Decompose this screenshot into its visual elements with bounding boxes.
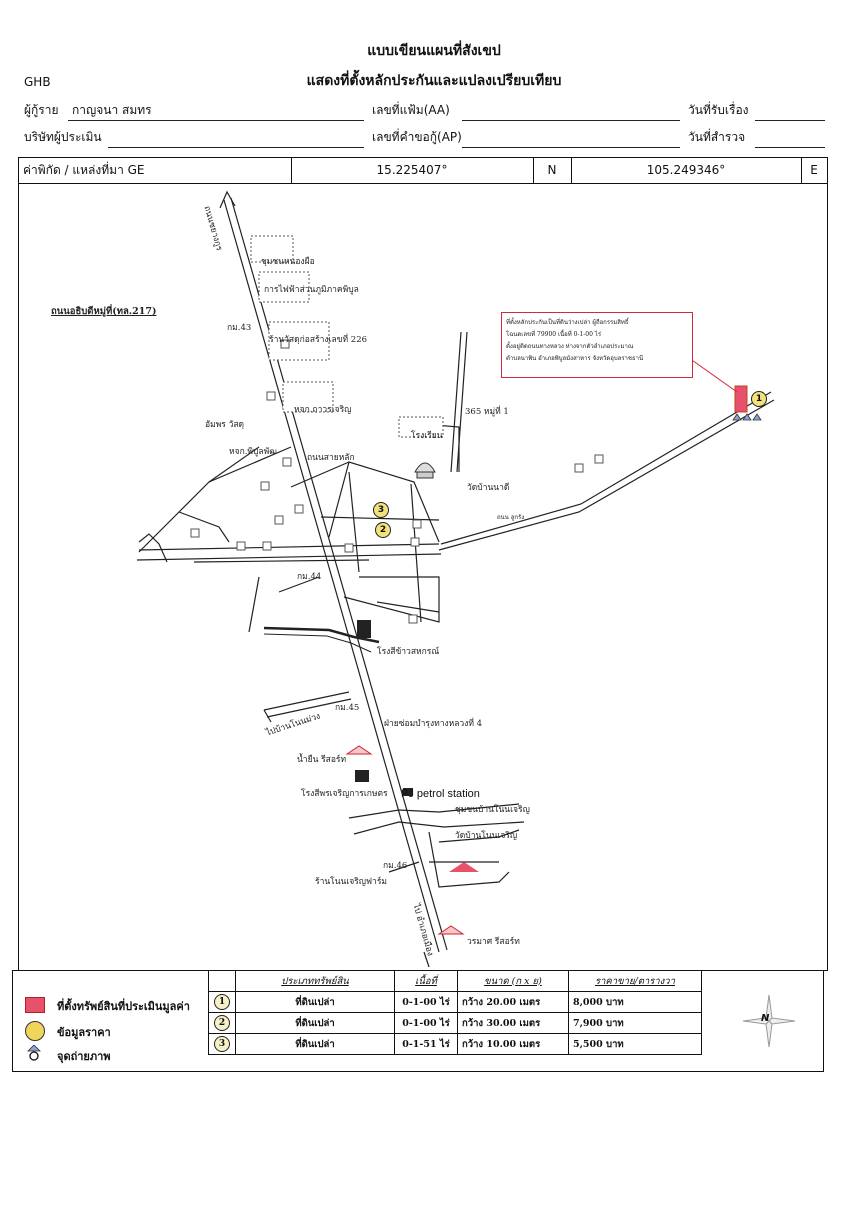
subject-marker: [734, 385, 748, 413]
subject-legend-label: ที่ตั้งทรัพย์สินที่ประเมินมูลค่า: [57, 1000, 190, 1013]
main-road-label: ถนนสายหลัก: [307, 453, 355, 463]
header-empty-cell: [208, 971, 236, 992]
small-road-label: ถนน ลูกรัง: [497, 514, 525, 521]
coord-lat: 15.225407°: [291, 158, 534, 183]
note-line-2: โฉนดเลขที่ 79900 เนื้อที่ 0-1-00 ไร่: [506, 331, 602, 338]
price-legend-swatch: [25, 1021, 45, 1041]
request-no-label: เลขที่คำขอกู้(AP): [372, 130, 462, 144]
coord-lon-dir: E: [810, 163, 818, 177]
subject-note-box: ที่ตั้งหลักประกันเป็นที่ดินว่างเปล่า ผู้…: [501, 312, 693, 378]
row-price: 7,900 บาท: [568, 1012, 702, 1034]
coord-lat-dir: N: [533, 158, 572, 183]
row-area: 0-1-00 ไร่: [394, 991, 458, 1013]
note-line-3: ตั้งอยู่ติดถนนทางหลวง ห่างจากตัวอำเภอประ…: [506, 343, 634, 350]
office-label: หจก.ถาวรเจริญ: [294, 405, 352, 415]
row-price: 8,000 บาท: [568, 991, 702, 1013]
page-title: แบบเขียนแผนที่สังเขป: [367, 43, 501, 59]
pipun-label: หจก.พิบูลพัฒ: [229, 447, 277, 457]
map-svg: [136, 190, 775, 968]
factory-label: โรงสีข้าวสหกรณ์: [377, 647, 440, 657]
header-price: ราคาขาย/ตารางวา: [568, 971, 702, 992]
row-size: กว้าง 20.00 เมตร: [457, 991, 569, 1013]
tower-label: การไฟฟ้าส่วนภูมิภาคพิบูล: [264, 285, 359, 295]
subject-number-marker: 1: [751, 391, 767, 407]
coord-source: ค่าพิกัด / แหล่งที่มา GE: [19, 158, 292, 183]
temple-label: วัดบ้านนาดี: [467, 483, 510, 493]
header-size: ขนาด (ก x ย): [457, 971, 569, 992]
resort-label: น้ำยืน รีสอร์ท: [297, 755, 347, 765]
survey-date-label: วันที่สำรวจ: [688, 130, 746, 144]
petrol-label: PJ petrol station: [401, 788, 480, 800]
survey-date-underline: [755, 147, 825, 148]
row-number: 1: [214, 994, 230, 1010]
header-area: เนื้อที่: [394, 971, 458, 992]
price-legend-label: ข้อมูลราคา: [57, 1026, 111, 1039]
borrower-value: กาญจนา สมทร: [72, 103, 152, 117]
subject-legend-swatch: [25, 997, 45, 1013]
file-no-label: เลขที่แฟ้ม(AA): [372, 103, 450, 117]
page-subtitle: แสดงที่ตั้งหลักประกันและแปลงเปรียบเทียบ: [306, 73, 562, 89]
borrower-label: ผู้กู้ราย: [24, 103, 59, 117]
legend-panel: ที่ตั้งทรัพย์สินที่ประเมินมูลค่า ข้อมูลร…: [12, 970, 824, 1072]
table-row: 1 ที่ดินเปล่า 0-1-00 ไร่ กว้าง 20.00 เมต…: [208, 991, 702, 1013]
house-365-label: 365 หมู่ที่ 1: [465, 407, 509, 417]
ghb-label: GHB: [24, 75, 51, 89]
km45-label: กม.45: [335, 703, 360, 713]
comparables-table: ประเภททรัพย์สิน เนื้อที่ ขนาด (ก x ย) รา…: [208, 971, 702, 1055]
row-area: 0-1-00 ไร่: [394, 1012, 458, 1034]
table-row: 2 ที่ดินเปล่า 0-1-00 ไร่ กว้าง 30.00 เมต…: [208, 1012, 702, 1034]
table-header-row: ประเภททรัพย์สิน เนื้อที่ ขนาด (ก x ย) รา…: [208, 971, 702, 992]
farm-shop-label: ร้านโนนเจริญฟาร์ม: [315, 877, 387, 887]
comparable-marker-2: 2: [375, 522, 391, 538]
row-type: ที่ดินเปล่า: [235, 1012, 395, 1034]
map-area: ที่ตั้งหลักประกันเป็นที่ดินว่างเปล่า ผู้…: [18, 182, 828, 971]
row-type: ที่ดินเปล่า: [235, 991, 395, 1013]
row-number: 3: [214, 1036, 230, 1052]
row-number: 2: [214, 1015, 230, 1031]
maintenance-label: ฝ่ายซ่อมบำรุงทางหลวงที่ 4: [384, 719, 483, 729]
row-size: กว้าง 30.00 เมตร: [457, 1012, 569, 1034]
table-row: 3 ที่ดินเปล่า 0-1-51 ไร่ กว้าง 10.00 เมต…: [208, 1033, 702, 1055]
row-type: ที่ดินเปล่า: [235, 1033, 395, 1055]
company-label: อัมพร วัสดุ: [205, 420, 245, 430]
km46-label: กม.46: [383, 861, 408, 871]
resort2-label: วรมาศ รีสอร์ท: [467, 937, 520, 947]
north-compass-icon: N: [739, 991, 799, 1051]
row-price: 5,500 บาท: [568, 1033, 702, 1055]
note-line-4: ตำบลนาพิน อำเภอพิบูลมังสาหาร จังหวัดอุบล…: [506, 355, 644, 362]
community-label: ชุมชนบ้านโนนเจริญ: [455, 805, 530, 815]
km43-label: กม.43: [227, 323, 252, 333]
shop-226-label: ร้านวัสดุก่อสร้างเลขที่ 226: [269, 335, 368, 345]
mill-label: โรงสีพรเจริญการเกษตร: [301, 789, 388, 799]
file-no-underline: [462, 120, 680, 121]
school2-label: โรงเรียน: [411, 431, 443, 441]
row-size: กว้าง 10.00 เมตร: [457, 1033, 569, 1055]
appraiser-underline: [108, 147, 364, 148]
request-no-underline: [462, 147, 680, 148]
borrower-underline: [68, 120, 364, 121]
received-date-label: วันที่รับเรื่อง: [688, 103, 749, 117]
header-type: ประเภททรัพย์สิน: [235, 971, 395, 992]
row-area: 0-1-51 ไร่: [394, 1033, 458, 1055]
north-label: N: [761, 1013, 770, 1024]
highway-label: ถนนอธิบดีหมู่ที่(ทล.217): [51, 306, 157, 317]
photo-legend-icon: [27, 1044, 41, 1061]
temple-icon: [414, 462, 436, 479]
appraiser-label: บริษัทผู้ประเมิน: [24, 130, 102, 144]
note-line-1: ที่ตั้งหลักประกันเป็นที่ดินว่างเปล่า ผู้…: [506, 319, 629, 326]
school-label: ชุมชนหนองผือ: [261, 257, 315, 267]
comparable-marker-3: 3: [373, 502, 389, 518]
coordinate-bar: ค่าพิกัด / แหล่งที่มา GE 15.225407° N 10…: [18, 157, 828, 184]
received-date-underline: [755, 120, 825, 121]
coord-lon: 105.249346°: [571, 158, 802, 183]
km44-label: กม.44: [297, 572, 322, 582]
temple2-label: วัดบ้านโนนเจริญ: [455, 831, 518, 841]
photo-legend-label: จุดถ่ายภาพ: [57, 1050, 111, 1063]
